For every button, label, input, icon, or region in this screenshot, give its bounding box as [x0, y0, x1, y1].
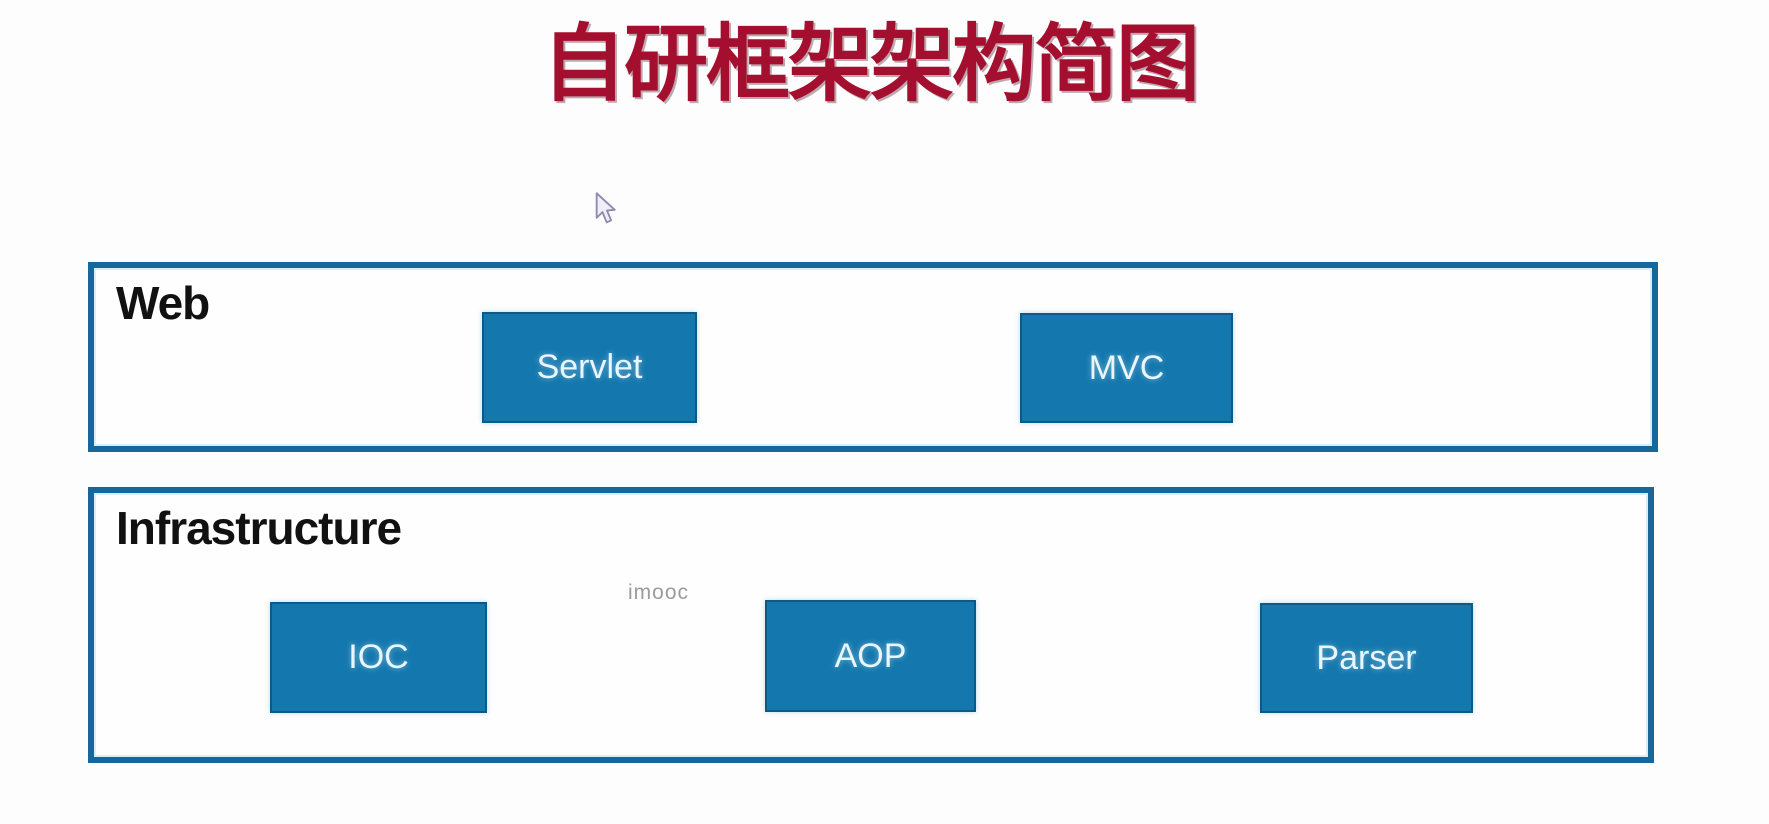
web-layer-container: Web Servlet MVC — [88, 262, 1658, 452]
node-servlet: Servlet — [482, 312, 697, 423]
mouse-pointer-icon — [592, 192, 620, 226]
node-mvc: MVC — [1020, 313, 1233, 423]
imooc-watermark: imooc — [628, 581, 690, 604]
node-ioc: IOC — [270, 602, 487, 713]
node-parser: Parser — [1260, 603, 1473, 713]
node-aop: AOP — [765, 600, 976, 712]
infrastructure-layer-container: Infrastructure IOC AOP Parser imooc — [88, 487, 1654, 763]
page-title: 自研框架架构简图 — [541, 17, 1200, 111]
infrastructure-layer-label: Infrastructure — [116, 502, 402, 554]
web-layer-label: Web — [116, 277, 210, 329]
